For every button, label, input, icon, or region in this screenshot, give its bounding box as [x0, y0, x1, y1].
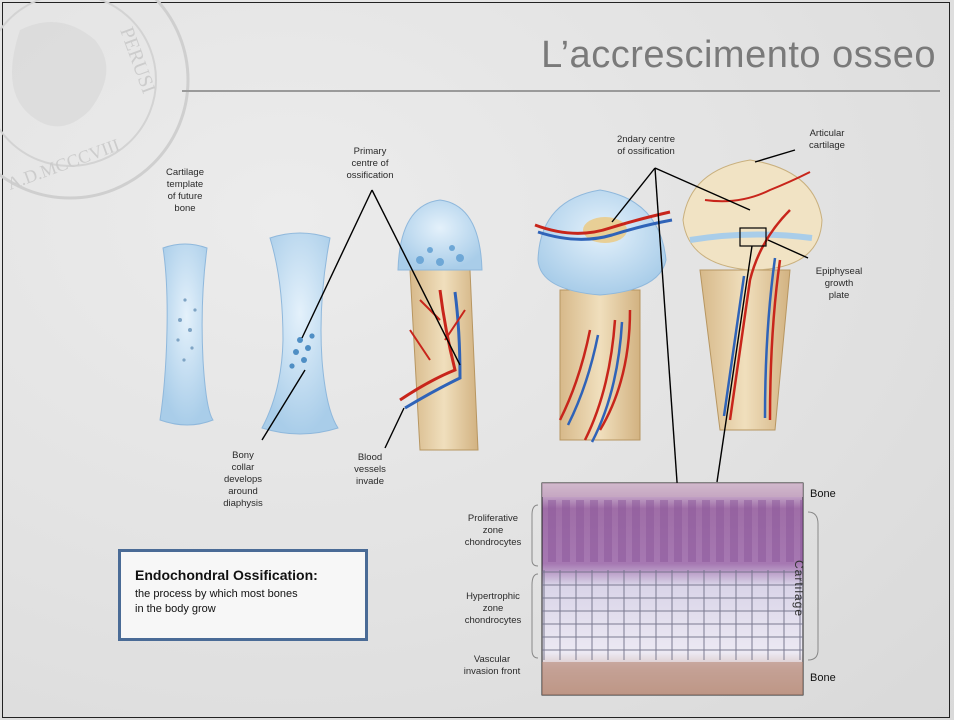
label-bone-top: Bone [810, 488, 836, 500]
definition-callout: Endochondral Ossification: the process b… [118, 549, 368, 641]
stage-2-bony-collar [262, 233, 338, 434]
callout-body: the process by which most bones in the b… [135, 587, 351, 617]
label-cartilage-template: Cartilage template of future bone [150, 167, 220, 215]
label-secondary-centre: 2ndary centre of ossification [596, 134, 696, 158]
callout-heading: Endochondral Ossification: [135, 567, 351, 583]
label-vascular-front: Vascular invasion front [446, 654, 538, 678]
label-cartilage-vertical: Cartilage [792, 560, 806, 617]
histology-micrograph [542, 483, 803, 695]
label-epiphyseal-plate: Epiphyseal growth plate [804, 266, 874, 302]
label-bony-collar: Bony collar develops around diaphysis [208, 450, 278, 510]
label-articular-cartilage: Articular cartilage [792, 128, 862, 152]
label-blood-vessels: Blood vessels invade [340, 452, 400, 488]
label-proliferative-zone: Proliferative zone chondrocytes [450, 513, 536, 549]
stage-4-secondary-centre [535, 190, 672, 442]
stage-1-cartilage-template [160, 244, 213, 425]
label-hypertrophic-zone: Hypertrophic zone chondrocytes [450, 591, 536, 627]
label-primary-centre: Primary centre of ossification [330, 146, 410, 182]
label-bone-bottom: Bone [810, 672, 836, 684]
stage-5-epiphyseal-plate [683, 160, 822, 430]
